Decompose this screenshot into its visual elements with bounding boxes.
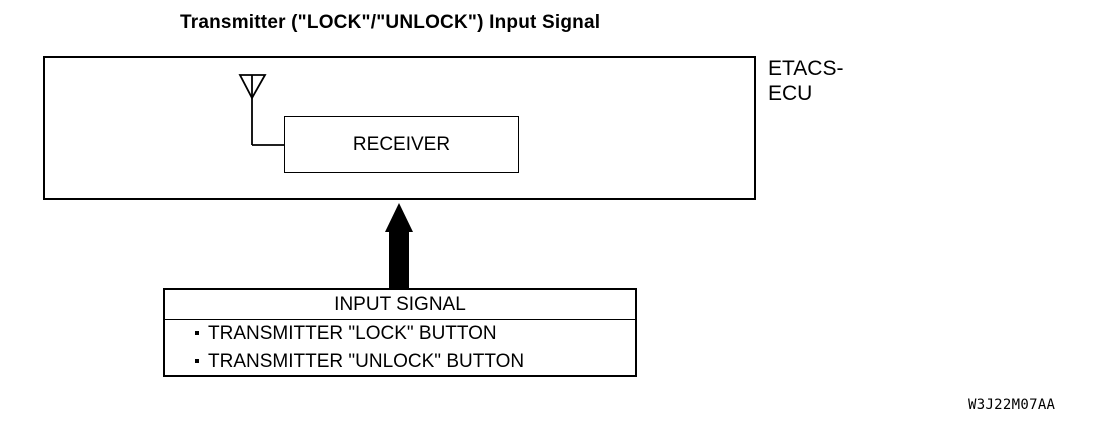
input-signal-item: TRANSMITTER "LOCK" BUTTON	[165, 320, 635, 348]
ecu-label-line2: ECU	[768, 82, 813, 105]
bullet-icon	[195, 359, 199, 363]
antenna-icon	[238, 74, 284, 146]
ecu-label-line1: ETACS-	[768, 57, 844, 80]
receiver-box: RECEIVER	[284, 116, 519, 173]
up-arrow-icon	[385, 203, 413, 288]
etacs-ecu-label: ETACS- ECU	[768, 56, 843, 106]
bullet-icon	[195, 331, 199, 335]
figure-code: W3J22M07AA	[968, 397, 1056, 413]
input-signal-item-text: TRANSMITTER "UNLOCK" BUTTON	[208, 351, 525, 372]
etacs-ecu-box	[43, 56, 756, 200]
input-signal-item-text: TRANSMITTER "LOCK" BUTTON	[208, 323, 497, 344]
input-signal-item: TRANSMITTER "UNLOCK" BUTTON	[165, 348, 635, 376]
receiver-label: RECEIVER	[352, 133, 451, 155]
input-signal-table: INPUT SIGNAL TRANSMITTER "LOCK" BUTTON T…	[163, 288, 637, 377]
diagram-title: Transmitter ("LOCK"/"UNLOCK") Input Sign…	[180, 12, 601, 33]
input-signal-header: INPUT SIGNAL	[165, 290, 635, 320]
